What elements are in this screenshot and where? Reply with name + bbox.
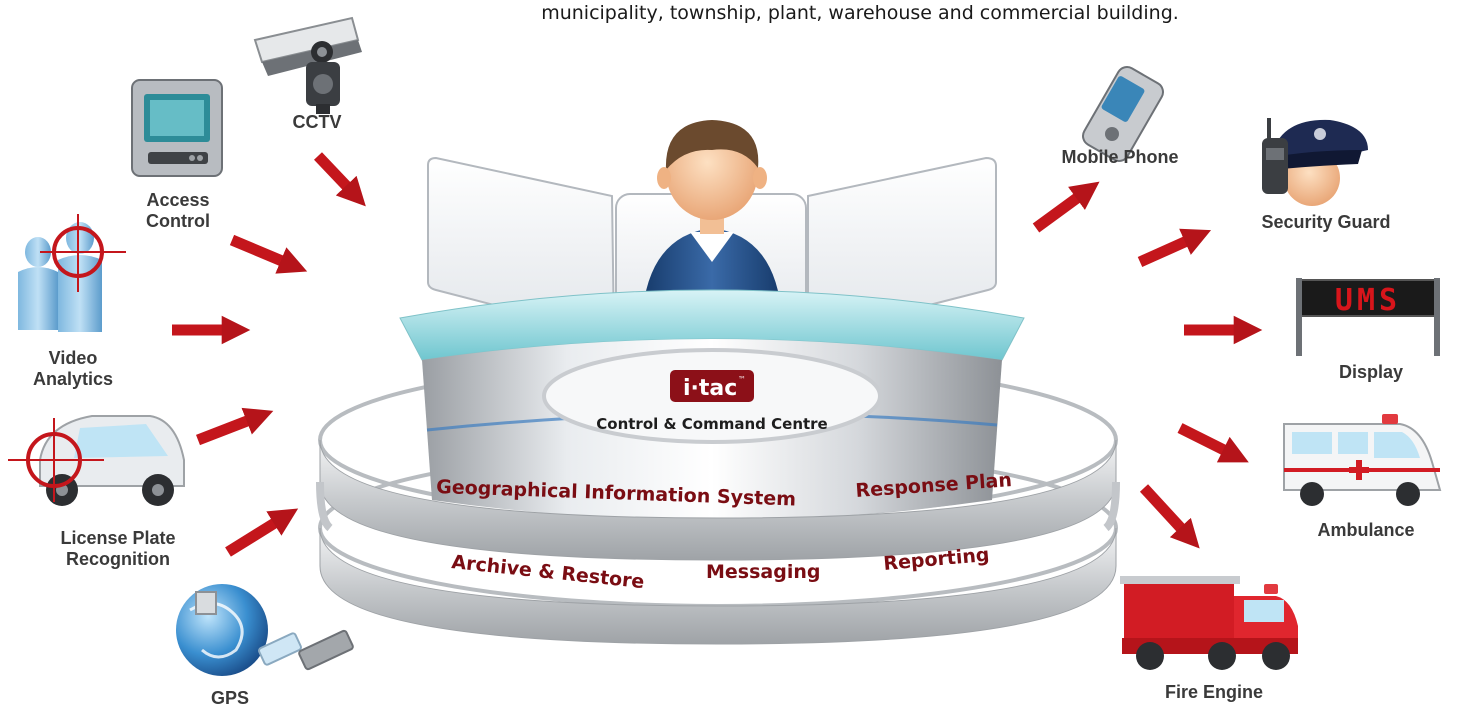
ring-label-messaging: Messaging (706, 561, 820, 583)
itac-logo-tm: ™ (738, 375, 746, 384)
desk (399, 289, 1025, 520)
video-analytics-icon (18, 214, 126, 332)
label-access-control: Access Control (128, 190, 228, 232)
ambulance-icon (1283, 414, 1442, 506)
arrow-fire-engine (1139, 484, 1200, 549)
label-access-control-line1: Access (146, 190, 210, 210)
label-display: Display (1338, 362, 1404, 382)
label-mobile-phone: Mobile Phone (1061, 147, 1179, 167)
label-access-control-line2: Control (146, 211, 210, 231)
arrow-security-guard (1137, 228, 1212, 268)
cctv-icon (253, 16, 362, 114)
ring-lower (319, 527, 1117, 645)
license-plate-car-icon (8, 415, 185, 506)
label-fire-engine: Fire Engine (1164, 682, 1263, 702)
monitor-right (807, 156, 997, 338)
fire-engine-icon (1120, 576, 1298, 670)
mobile-phone-icon (1082, 66, 1164, 162)
label-video-analytics-line2: Analytics (32, 369, 114, 389)
security-guard-icon (1262, 118, 1368, 206)
label-license-plate: License Plate Recognition (18, 528, 218, 570)
arrow-gps (225, 508, 299, 557)
display-sign-text: UMS (1335, 283, 1401, 318)
label-video-analytics: Video Analytics (18, 348, 128, 390)
label-ambulance: Ambulance (1317, 520, 1415, 540)
label-gps: GPS (210, 688, 249, 708)
arrow-license-plate (196, 407, 274, 446)
arrow-ambulance (1177, 423, 1249, 463)
label-license-plate-line1: License Plate (60, 528, 176, 548)
itac-logo-text: i·tac (683, 376, 737, 401)
arrow-mobile-phone (1032, 181, 1100, 233)
label-security-guard: Security Guard (1261, 212, 1391, 232)
control-centre-title: Control & Command Centre (596, 415, 827, 433)
label-video-analytics-line1: Video (48, 348, 98, 368)
access-control-icon (131, 79, 223, 177)
display-sign-icon: UMS (1296, 278, 1440, 356)
label-license-plate-line2: Recognition (66, 549, 170, 569)
caption-text: municipality, township, plant, warehouse… (541, 2, 1179, 24)
label-cctv: CCTV (292, 112, 342, 132)
itac-logo-box (670, 370, 754, 402)
arrow-cctv (314, 152, 366, 207)
arrow-access-control (229, 234, 308, 274)
gps-globe-icon (176, 584, 354, 676)
